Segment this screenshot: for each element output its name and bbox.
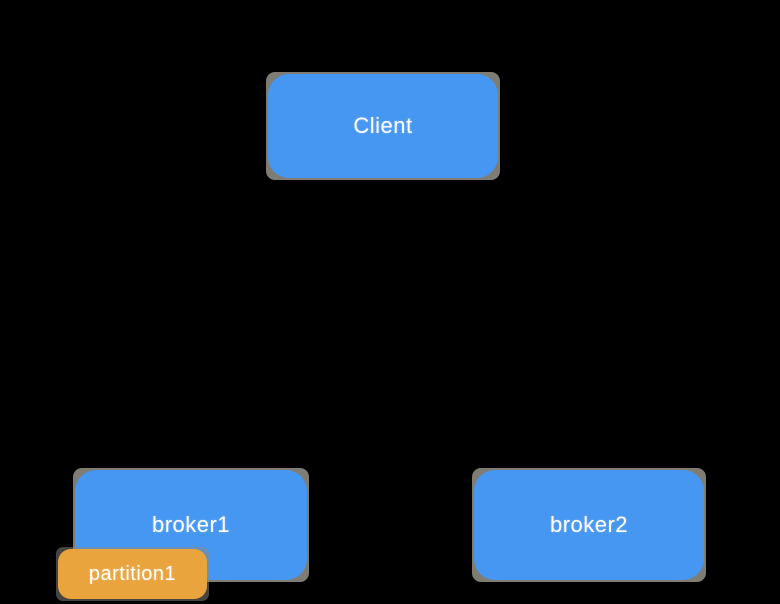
client-node-label: Client bbox=[353, 113, 413, 138]
partition1-node: partition1 bbox=[56, 547, 209, 601]
broker1-node-label: broker1 bbox=[151, 512, 231, 537]
client-node-body: Client bbox=[268, 74, 498, 178]
broker2-node-body: broker2 bbox=[474, 470, 704, 580]
client-node: Client bbox=[266, 72, 500, 180]
broker2-node-label: broker2 bbox=[549, 512, 629, 537]
partition1-node-body: partition1 bbox=[58, 549, 207, 599]
partition1-node-label: partition1 bbox=[88, 562, 177, 585]
broker2-node: broker2 bbox=[472, 468, 706, 582]
